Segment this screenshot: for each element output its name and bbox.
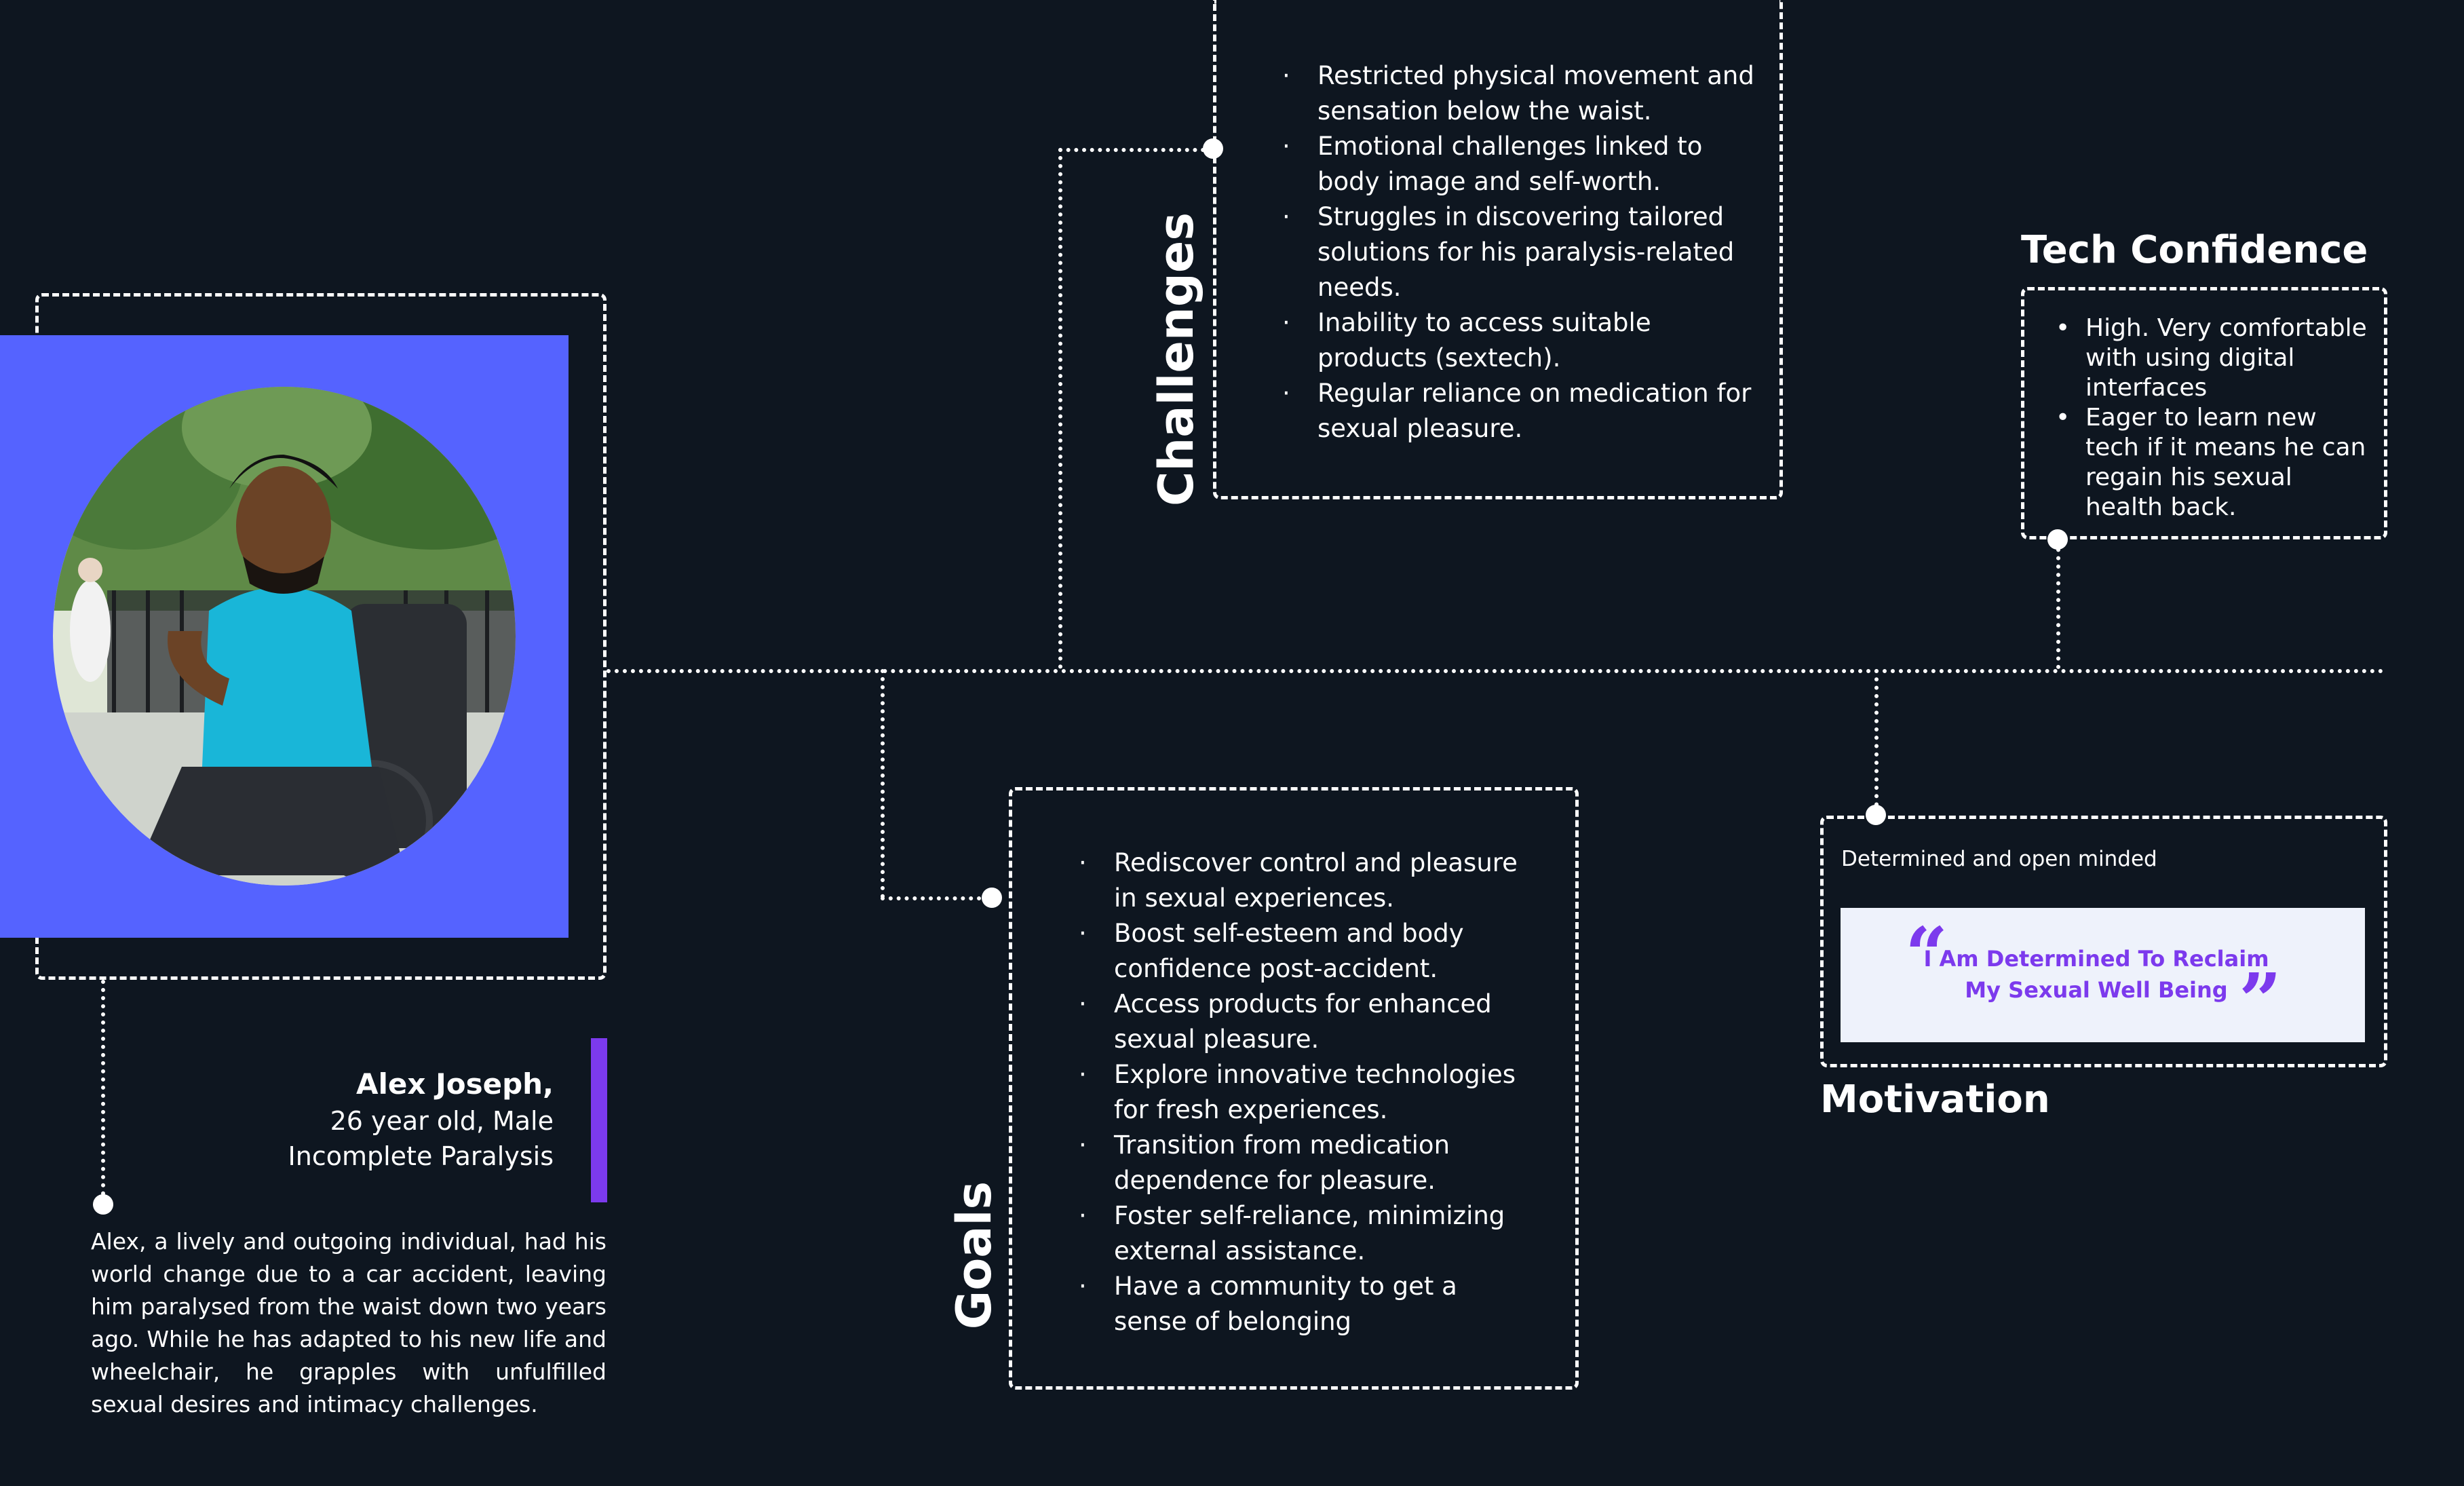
persona-age-gender: 26 year old, Male	[330, 1106, 554, 1136]
open-quote-icon: “	[1905, 911, 1948, 998]
persona-connector-dot	[93, 1194, 113, 1215]
challenges-box	[1213, 0, 1783, 499]
goals-title: Goals	[946, 1181, 1002, 1330]
goal-item: Transition from medication dependence fo…	[1079, 1128, 1526, 1198]
goals-connector-horizontal	[881, 896, 989, 900]
tech-confidence-item: Eager to learn new tech if it means he c…	[2056, 403, 2374, 522]
tech-confidence-list-wrapper: High. Very comfortable with using digita…	[2056, 313, 2374, 522]
goals-connector-vertical	[881, 669, 885, 898]
challenges-title: Challenges	[1149, 212, 1204, 506]
persona-name: Alex Joseph,	[356, 1067, 554, 1101]
tech-connector-dot	[2047, 529, 2068, 550]
goal-item: Have a community to get a sense of belon…	[1079, 1269, 1526, 1339]
challenges-list-wrapper: Restricted physical movement and sensati…	[1282, 58, 1757, 446]
goal-item: Explore innovative technologies for fres…	[1079, 1057, 1526, 1128]
challenges-list: Restricted physical movement and sensati…	[1282, 58, 1757, 446]
goal-item: Access products for enhanced sexual plea…	[1079, 987, 1526, 1057]
goals-title-wrapper: Goals	[872, 1181, 1076, 1329]
tech-confidence-box	[2021, 287, 2387, 539]
challenge-item: Regular reliance on medication for sexua…	[1282, 376, 1757, 446]
motivation-connector-dot	[1866, 805, 1886, 825]
challenges-title-wrapper: Challenges	[1041, 212, 1312, 506]
motivation-subtitle: Determined and open minded	[1841, 847, 2157, 871]
close-quote-icon: ”	[2239, 957, 2282, 1044]
persona-bio: Alex, a lively and outgoing individual, …	[91, 1228, 607, 1417]
persona-identity: Alex Joseph, 26 year old, Male Incomplet…	[204, 1065, 554, 1174]
challenge-item: Emotional challenges linked to body imag…	[1282, 129, 1757, 199]
motivation-quote: I Am Determined To Reclaim My Sexual Wel…	[1923, 946, 2269, 1003]
persona-photo-illustration	[53, 387, 516, 885]
persona-connector-vertical	[101, 980, 105, 1204]
main-connector-line	[607, 669, 2384, 673]
persona-condition: Incomplete Paralysis	[288, 1141, 554, 1171]
challenges-connector-vertical	[1058, 148, 1062, 669]
motivation-connector-vertical	[1874, 669, 1879, 815]
goals-connector-dot	[982, 888, 1002, 908]
motivation-box	[1820, 816, 2387, 1067]
goal-item: Foster self-reliance, minimizing externa…	[1079, 1198, 1526, 1269]
challenge-item: Struggles in discovering tailored soluti…	[1282, 199, 1757, 305]
quote-card	[1841, 908, 2365, 1042]
tech-confidence-title: Tech Confidence	[2021, 228, 2368, 272]
persona-photo	[53, 387, 516, 885]
tech-confidence-item: High. Very comfortable with using digita…	[2056, 313, 2374, 403]
name-accent-bar	[591, 1038, 607, 1202]
goal-item: Rediscover control and pleasure in sexua…	[1079, 845, 1526, 916]
tech-confidence-list: High. Very comfortable with using digita…	[2056, 313, 2374, 522]
goal-item: Boost self-esteem and body confidence po…	[1079, 916, 1526, 987]
goals-list-wrapper: Rediscover control and pleasure in sexua…	[1079, 845, 1526, 1339]
goals-list: Rediscover control and pleasure in sexua…	[1079, 845, 1526, 1339]
goals-box	[1009, 787, 1579, 1390]
challenge-item: Restricted physical movement and sensati…	[1282, 58, 1757, 129]
motivation-title: Motivation	[1820, 1078, 2050, 1122]
challenge-item: Inability to access suitable products (s…	[1282, 305, 1757, 376]
tech-connector-vertical	[2056, 539, 2060, 669]
challenges-connector-horizontal	[1058, 148, 1213, 152]
